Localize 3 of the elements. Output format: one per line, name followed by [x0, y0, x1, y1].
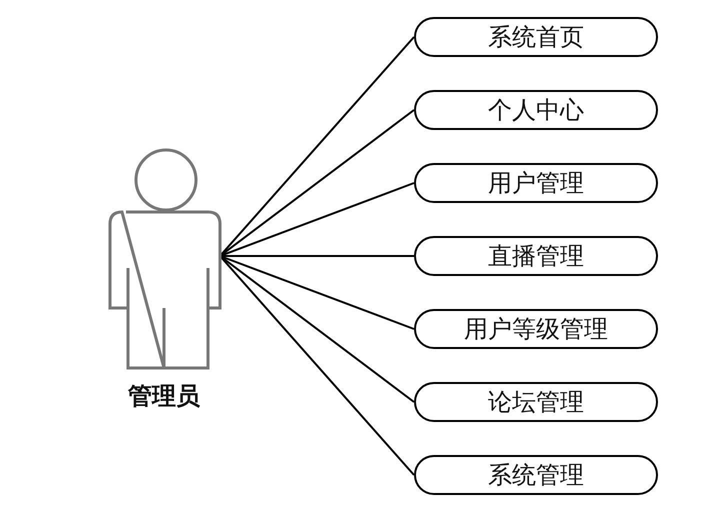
- connector-line: [220, 255, 414, 257]
- connector-line: [219, 255, 415, 476]
- actor-label: 管理员: [128, 381, 200, 412]
